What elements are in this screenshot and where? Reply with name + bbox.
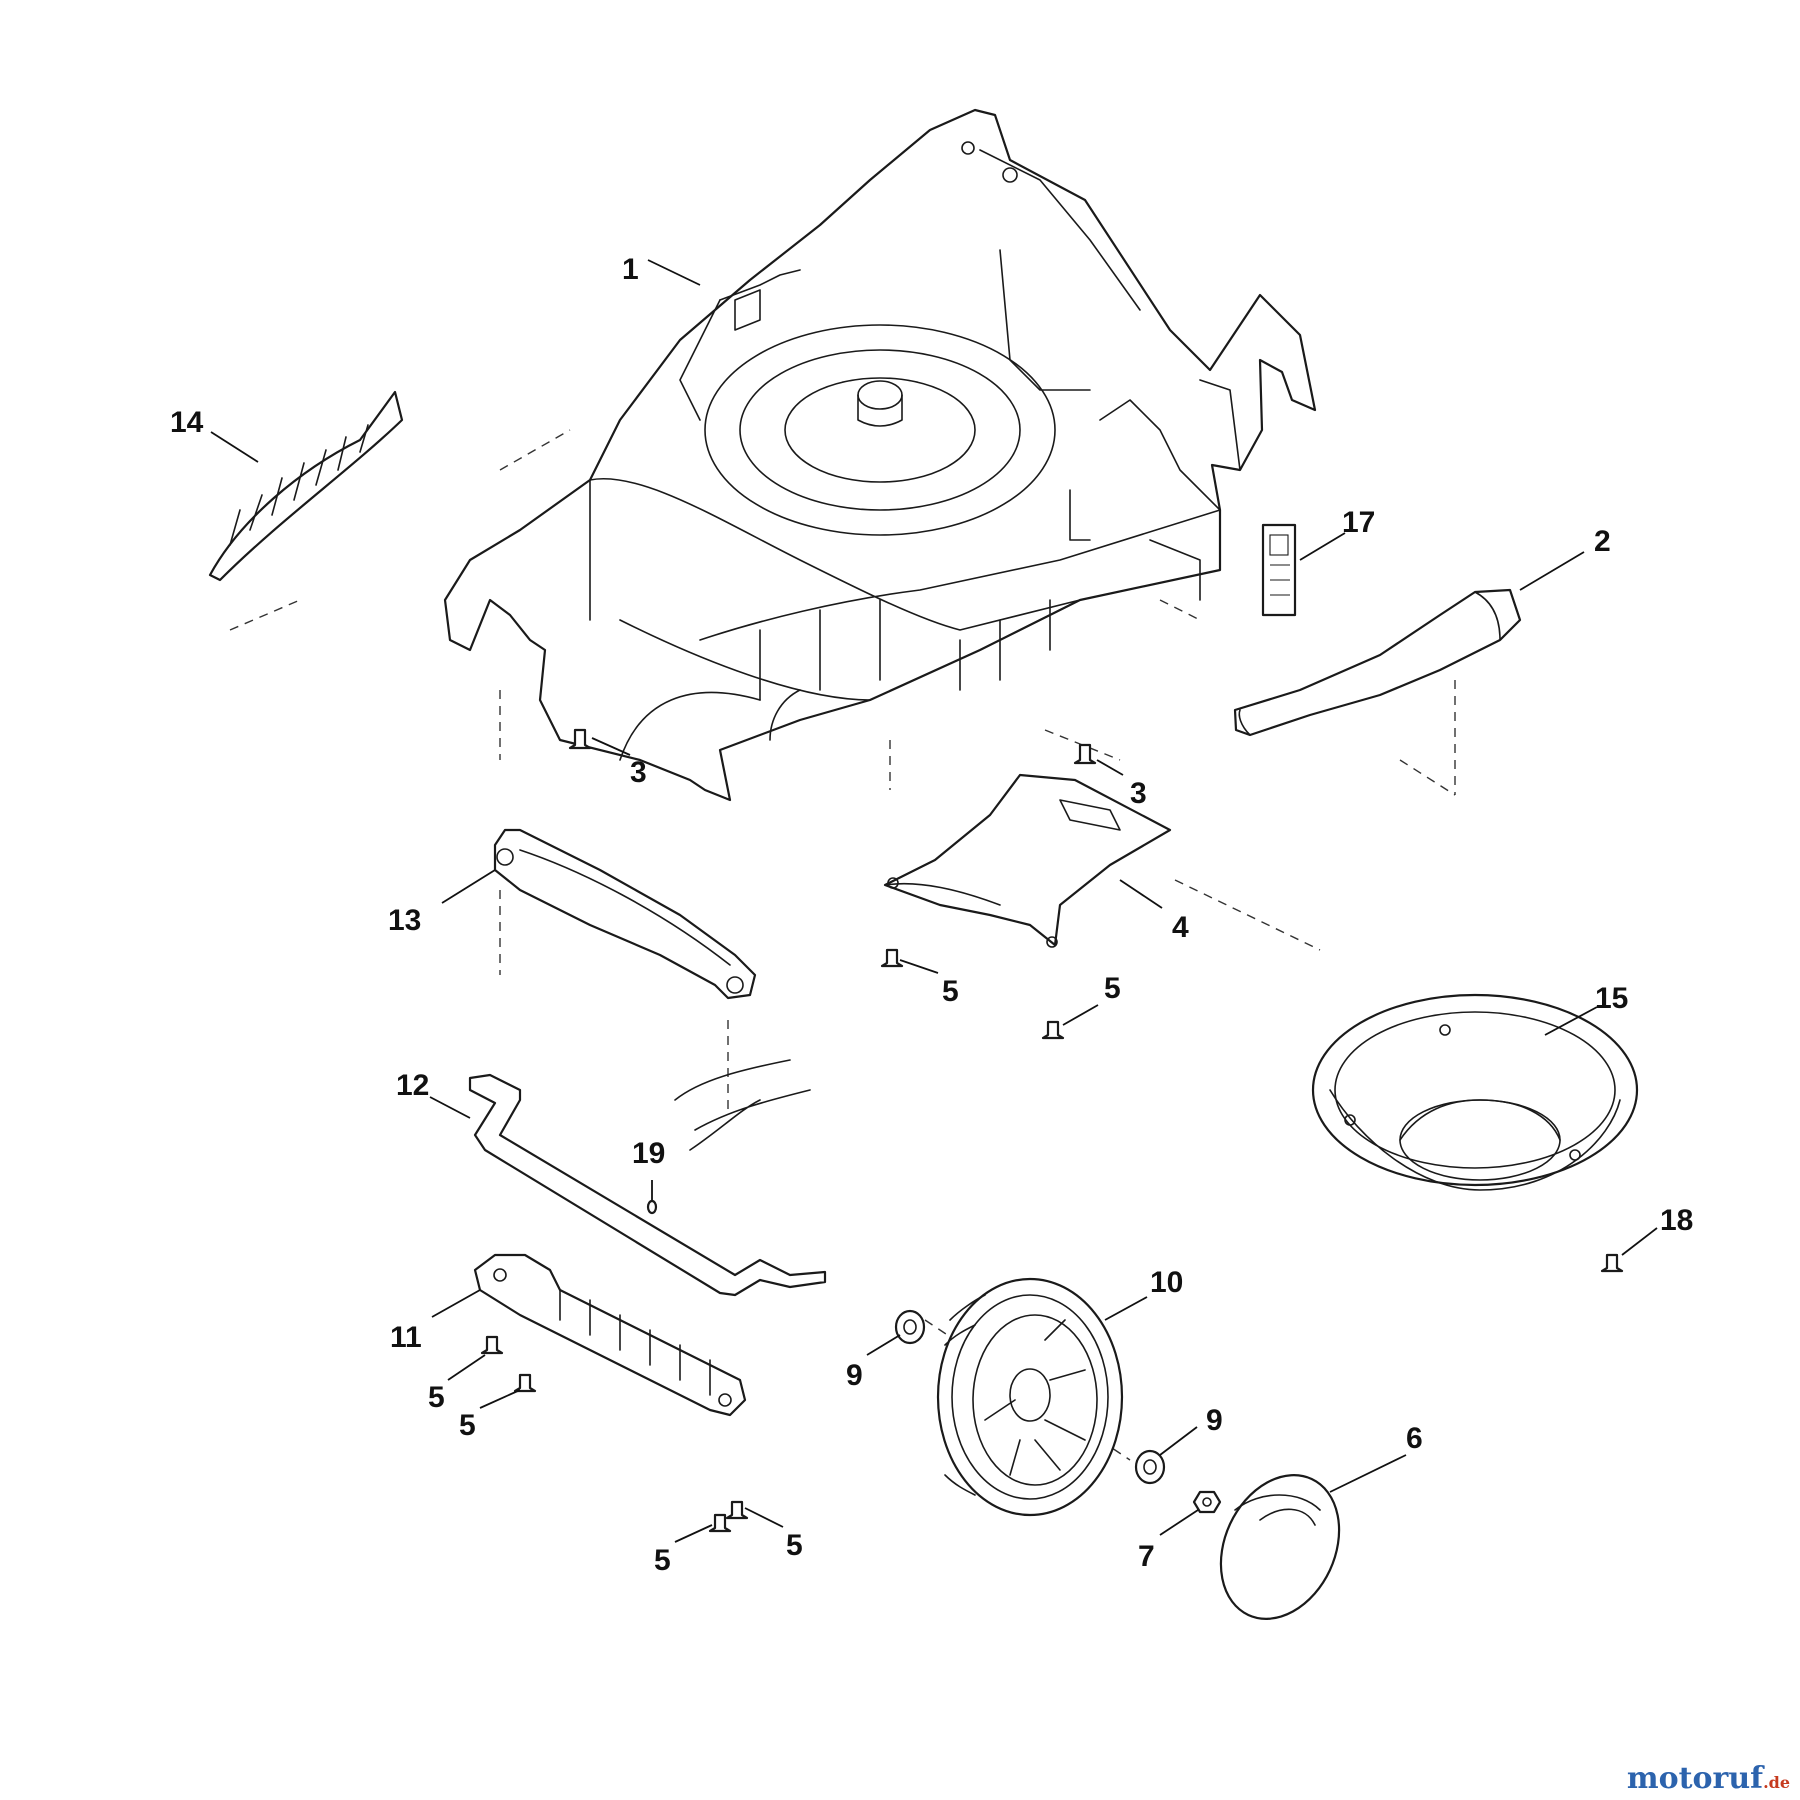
wheel-part: [936, 1277, 1124, 1517]
callout-5b: 5: [1104, 972, 1121, 1005]
label-part: [1261, 523, 1297, 617]
callout-3a: 3: [630, 756, 647, 789]
callout-13: 13: [388, 904, 421, 937]
callout-12: 12: [396, 1069, 429, 1102]
bearing-part: [894, 1309, 926, 1345]
callout-5f: 5: [786, 1529, 803, 1562]
callout-18: 18: [1660, 1204, 1693, 1237]
callout-10: 10: [1150, 1266, 1183, 1299]
side-trim-part: [1233, 588, 1522, 737]
callout-7: 7: [1138, 1540, 1155, 1573]
watermark-logo: motoruf.de: [1627, 1761, 1790, 1796]
nut-part: [1192, 1490, 1222, 1514]
watermark-tld: .de: [1763, 1773, 1790, 1792]
leader-lines: [210, 259, 1658, 1543]
callout-6: 6: [1406, 1422, 1423, 1455]
fasteners: [480, 728, 1624, 1533]
callout-9b: 9: [1206, 1404, 1223, 1437]
callout-14: 14: [170, 406, 204, 439]
handle-grip-trim-part: [493, 828, 757, 1000]
callout-9a: 9: [846, 1359, 863, 1392]
rear-flap-part: [208, 390, 404, 582]
callout-5d: 5: [459, 1409, 476, 1442]
callout-5a: 5: [942, 975, 959, 1008]
callout-4: 4: [1172, 911, 1189, 944]
axle-part: [468, 1059, 827, 1297]
callout-17: 17: [1342, 506, 1375, 539]
callout-2: 2: [1594, 525, 1611, 558]
callout-labels: 1 2 3 3 4 5 5 5 5 5 5 6 7 9 9 10 11 12 1…: [170, 253, 1693, 1577]
callout-5c: 5: [428, 1381, 445, 1414]
deck-part: [443, 108, 1317, 802]
callout-5e: 5: [654, 1544, 671, 1577]
watermark-main: motoruf: [1626, 1761, 1764, 1796]
deflector-plate-part: [883, 773, 1172, 948]
callout-3b: 3: [1130, 777, 1147, 810]
callout-19: 19: [632, 1137, 665, 1170]
callout-11: 11: [390, 1321, 422, 1354]
bearing-part-2: [1134, 1449, 1166, 1485]
wheel-cap-part: [1219, 1474, 1341, 1620]
callout-1: 1: [622, 253, 639, 286]
callout-15: 15: [1595, 982, 1628, 1015]
flange-part: [1311, 993, 1639, 1191]
axle-bracket-part: [473, 1253, 747, 1417]
